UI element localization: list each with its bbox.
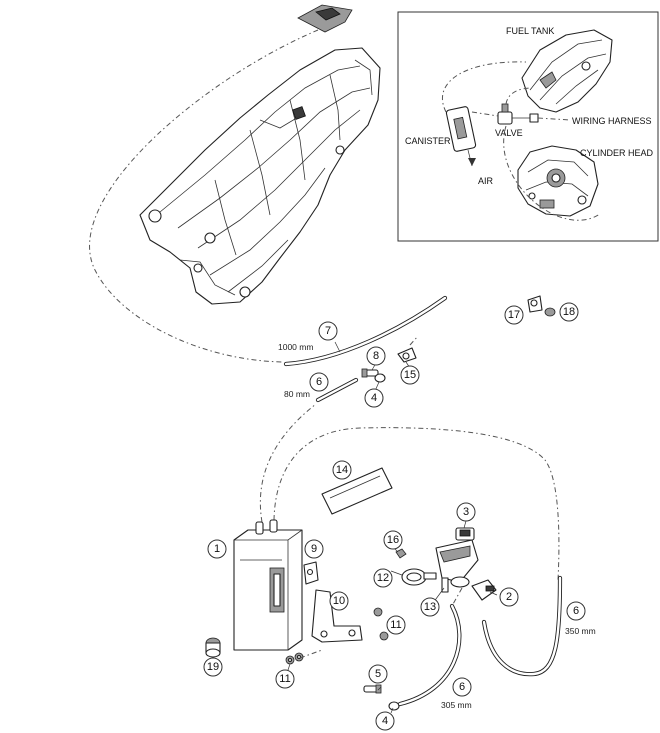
callout-17: 17 [504,305,524,325]
svg-text:2: 2 [506,591,512,603]
nut-part-11-right [373,607,389,641]
label-fuel-tank: FUEL TANK [506,26,554,36]
svg-text:3: 3 [463,506,469,518]
svg-text:15: 15 [404,369,416,381]
fitting-part-2 [471,579,497,601]
svg-text:17: 17 [508,309,520,321]
svg-text:16: 16 [387,534,399,546]
callout-11-left: 11 [275,669,295,689]
label-cylinder-head: CYLINDER HEAD [580,148,654,158]
svg-text:13: 13 [424,601,436,613]
screw-part-5 [363,684,382,694]
callout-12: 12 [373,568,393,588]
callout-10: 10 [329,591,349,611]
svg-text:5: 5 [375,668,381,680]
hose-6-short [315,377,359,403]
callout-4-top: 4 [364,388,384,408]
hose-7 [283,295,448,367]
clip-part-15 [397,347,417,363]
svg-text:6: 6 [316,376,322,388]
grommet-part-19 [205,637,221,658]
label-canister: CANISTER [405,136,451,146]
svg-text:11: 11 [279,673,290,685]
hose-length-7: 1000 mm [278,342,313,352]
clamp-part-12 [401,568,437,586]
callout-18: 18 [559,302,579,322]
callout-15: 15 [400,365,420,385]
callout-13: 13 [420,597,440,617]
fitting-part-17 [527,295,543,313]
svg-text:14: 14 [336,464,348,476]
hose-6-bottom [397,603,462,707]
callout-7: 7 [318,321,338,341]
nut-part-11-left [285,652,304,665]
svg-text:6: 6 [459,681,465,693]
hose-length-6-bottom: 305 mm [441,700,472,710]
canister-part-1 [233,519,303,651]
clip-part-4-lower [388,701,400,711]
callout-1: 1 [207,539,227,559]
svg-text:1: 1 [214,543,220,555]
hose-6-right [481,575,563,677]
svg-text:7: 7 [325,325,331,337]
cylinder-head-part [517,145,599,217]
bracket-part-9 [303,561,319,585]
label-air: AIR [478,176,494,186]
fuel-tank-part [521,29,613,113]
screw-part-8 [361,368,379,378]
clip-part-4-upper [374,373,386,383]
callout-2: 2 [499,587,519,607]
svg-text:19: 19 [207,661,219,673]
valve-part-3 [435,527,479,593]
callout-11-right: 11 [386,615,406,635]
frame-part [139,4,381,305]
inset-valve [497,103,539,125]
inset-canister [445,106,477,167]
fitting-part-18 [544,307,556,317]
callout-6-top: 6 [309,372,329,392]
hose-length-6-right: 350 mm [565,626,596,636]
svg-text:18: 18 [563,306,575,318]
svg-text:10: 10 [333,595,345,607]
svg-text:6: 6 [573,605,579,617]
callout-19: 19 [203,657,223,677]
routing-line-frame [89,29,319,363]
inset-schematic: FUEL TANK CANISTER VALVE WIRING HARNESS … [397,11,659,242]
callout-6-bottom: 6 [452,677,472,697]
svg-text:4: 4 [371,392,377,404]
callout-4-bottom: 4 [375,711,395,731]
callout-3: 3 [456,502,476,522]
svg-text:4: 4 [382,715,388,727]
callout-8: 8 [366,346,386,366]
callout-5: 5 [368,664,388,684]
label-wiring-harness: WIRING HARNESS [572,116,652,126]
callout-16: 16 [383,530,403,550]
callout-9: 9 [304,539,324,559]
nut-part-16 [395,548,407,559]
routing-line-canister-left [259,403,317,523]
label-sheet-part-14 [321,467,393,515]
svg-text:8: 8 [373,350,379,362]
hose-length-6-top: 80 mm [284,389,310,399]
callout-6-right: 6 [566,601,586,621]
callout-14: 14 [332,460,352,480]
label-valve: VALVE [495,128,523,138]
svg-text:12: 12 [377,572,389,584]
svg-text:9: 9 [311,543,317,555]
svg-text:11: 11 [390,619,401,631]
